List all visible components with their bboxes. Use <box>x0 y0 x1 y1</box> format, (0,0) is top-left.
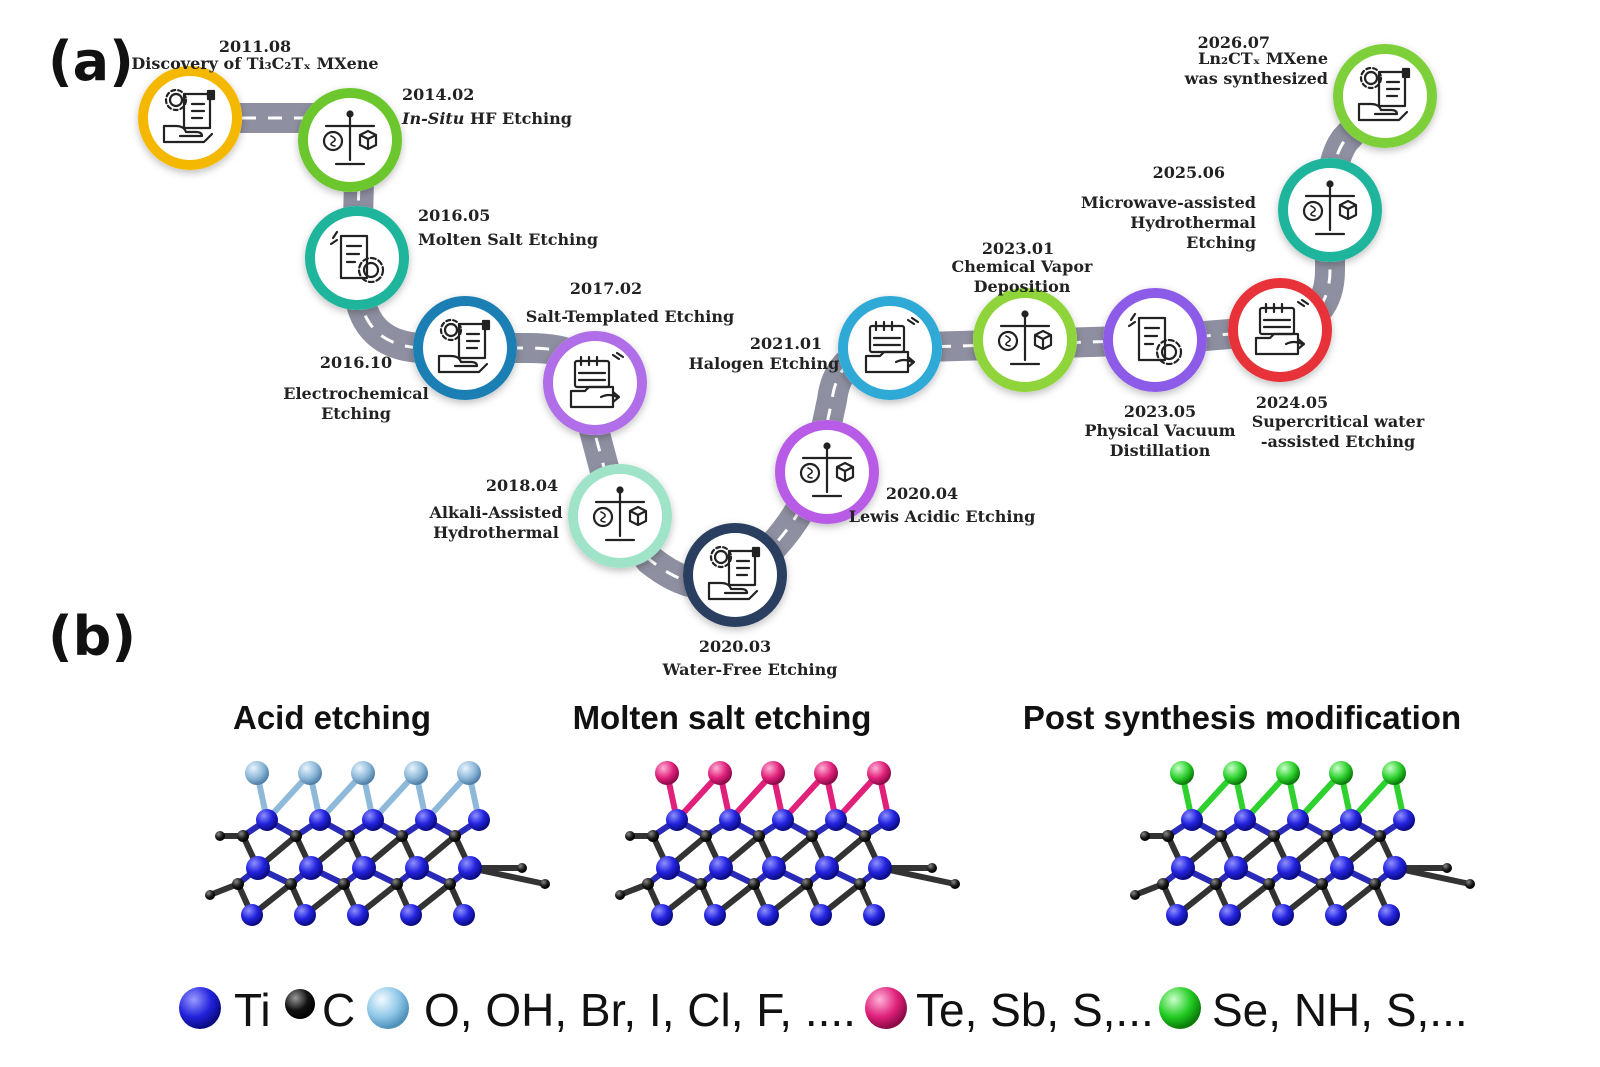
legend-swatch-o <box>367 987 409 1029</box>
milestone-label-line: Physical Vacuum <box>1084 421 1235 440</box>
panel-a-label: (a) <box>48 30 134 93</box>
element-legend: Ti C O, OH, Br, I, Cl, F, .... Te, Sb, S… <box>179 984 1468 1036</box>
milestone-label-line: Hydrothermal <box>433 523 559 542</box>
milestone-label-line: Etching <box>321 404 391 423</box>
balance-scale-icon <box>592 486 648 542</box>
milestone-label-line: Electrochemical <box>283 384 428 403</box>
milestone-label-line: Halogen Etching <box>689 354 840 373</box>
milestone-label-line: Hydrothermal <box>1130 213 1256 232</box>
legend-label-te: Te, Sb, S,... <box>916 984 1154 1036</box>
milestone-label-line: In-Situ HF Etching <box>401 109 572 128</box>
milestone-label-line: Molten Salt Etching <box>418 230 598 249</box>
structure-title-post: Post synthesis modification <box>1023 699 1461 736</box>
milestone-2025-06: 2025.06Microwave-assistedHydrothermalEtc… <box>1081 158 1382 262</box>
milestone-ring <box>838 296 942 400</box>
milestone-ring <box>775 420 879 524</box>
milestone-label-line: Salt-Templated Etching <box>526 307 734 326</box>
milestone-ring <box>1103 288 1207 392</box>
legend-swatch-c <box>285 989 315 1019</box>
milestone-ring <box>413 296 517 400</box>
legend-swatch-ti <box>179 987 221 1029</box>
milestone-date: 2020.03 <box>699 637 771 656</box>
hand-doc-gear-icon <box>707 545 761 601</box>
milestone-label-line: Water-Free Etching <box>662 660 838 679</box>
milestone-label-line: Ln₂CTₓ MXene <box>1198 49 1328 68</box>
milestone-date: 2025.06 <box>1153 163 1225 182</box>
milestone-date: 2016.10 <box>320 353 392 372</box>
milestone-label-line: Chemical Vapor <box>952 257 1093 276</box>
balance-scale-icon <box>799 442 855 498</box>
milestone-date: 2026.07 <box>1198 33 1270 52</box>
hand-doc-gear-icon <box>162 88 216 144</box>
milestone-date: 2016.05 <box>418 206 490 225</box>
milestone-label-line: Supercritical water <box>1252 412 1425 431</box>
milestone-date: 2020.04 <box>886 484 958 503</box>
legend-label-ti: Ti <box>234 984 271 1036</box>
milestone-label-line: Deposition <box>974 277 1071 296</box>
milestone-date: 2017.02 <box>570 279 642 298</box>
legend-swatch-se <box>1159 987 1201 1029</box>
calendar-folder-icon <box>1254 298 1310 356</box>
milestone-date: 2018.04 <box>486 476 558 495</box>
milestone-label-line: Microwave-assisted <box>1081 193 1256 212</box>
milestone-ring <box>1228 278 1332 382</box>
milestone-ring <box>683 523 787 627</box>
milestone-ring <box>138 66 242 170</box>
milestone-ring <box>298 88 402 192</box>
hand-doc-gear-icon <box>1357 66 1411 122</box>
mxene-structure-0 <box>205 761 550 926</box>
milestone-label-line: Alkali-Assisted <box>428 503 562 522</box>
structure-title-acid: Acid etching <box>233 699 431 736</box>
checklist-gear-icon <box>1127 312 1183 366</box>
milestone-label-line: -assisted Etching <box>1261 432 1415 451</box>
milestone-label-line: Lewis Acidic Etching <box>849 507 1036 526</box>
milestone-ring <box>973 288 1077 392</box>
milestone-ring <box>1278 158 1382 262</box>
milestone-ring <box>568 464 672 568</box>
milestone-date: 2011.08 <box>219 37 291 56</box>
panel-b-label: (b) <box>48 605 136 668</box>
balance-scale-icon <box>997 310 1053 366</box>
milestone-date: 2023.01 <box>982 239 1054 258</box>
mxene-structure-1 <box>615 761 960 926</box>
milestone-ring <box>1333 44 1437 148</box>
mxene-structure-2 <box>1130 761 1475 926</box>
hand-doc-gear-icon <box>437 318 491 374</box>
balance-scale-icon <box>1302 180 1358 236</box>
structure-title-molten: Molten salt etching <box>573 699 872 736</box>
milestone-date: 2024.05 <box>1256 393 1328 412</box>
legend-label-o: O, OH, Br, I, Cl, F, .... <box>424 984 856 1036</box>
milestone-ring <box>543 331 647 435</box>
balance-scale-icon <box>322 110 378 166</box>
legend-label-c: C <box>322 984 355 1036</box>
milestone-label-line: was synthesized <box>1184 69 1328 88</box>
milestone-date: 2023.05 <box>1124 402 1196 421</box>
calendar-folder-icon <box>569 351 625 409</box>
milestone-label-line: Distillation <box>1110 441 1211 460</box>
legend-swatch-te <box>865 987 907 1029</box>
legend-label-se: Se, NH, S,... <box>1212 984 1468 1036</box>
milestone-date: 2014.02 <box>402 85 474 104</box>
checklist-gear-icon <box>329 230 385 284</box>
milestone-label-line: Discovery of Ti₃C₂Tₓ MXene <box>131 54 378 73</box>
milestone-ring <box>305 206 409 310</box>
milestone-label-line: Etching <box>1186 233 1256 252</box>
milestone-date: 2021.01 <box>750 334 822 353</box>
calendar-folder-icon <box>864 316 920 374</box>
